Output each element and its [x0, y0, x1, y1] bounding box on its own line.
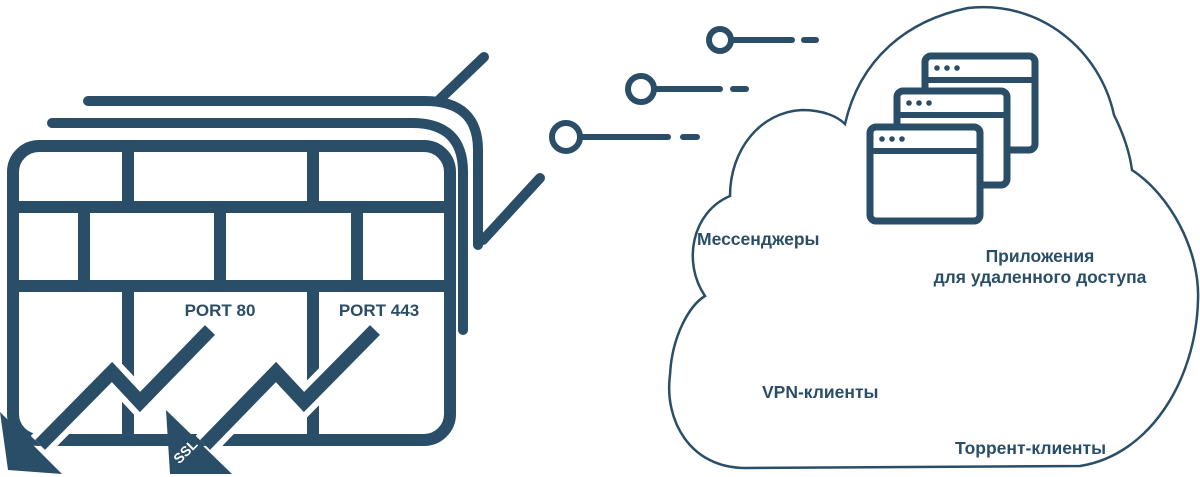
- arrow-port-80: [0, 320, 220, 474]
- connector-middle: [625, 73, 749, 105]
- connector-top: [706, 26, 819, 54]
- connector-bottom: [549, 120, 700, 154]
- firewall-layer-middle: [47, 118, 468, 335]
- remote-apps-label-line1: Приложения: [986, 246, 1095, 266]
- port-80-label: PORT 80: [185, 301, 256, 320]
- firewall-slash-mid: [478, 173, 545, 245]
- messengers-label: Мессенджеры: [697, 229, 820, 249]
- remote-apps-label-line2: для удаленного доступа: [934, 267, 1147, 287]
- app-window-icon-front: [866, 123, 984, 225]
- firewall-layer-back: [83, 96, 483, 250]
- vpn-clients-label: VPN-клиенты: [762, 382, 878, 402]
- arrow-port-443: SSL: [166, 320, 385, 474]
- torrent-clients-label: Торрент-клиенты: [955, 438, 1106, 458]
- firewall-slash-top: [433, 52, 489, 106]
- app-windows: [866, 52, 1039, 225]
- network-connectors: [549, 26, 819, 154]
- cloud-outline: [667, 5, 1200, 470]
- arrow-head-icon: [0, 412, 62, 474]
- port-443-label: PORT 443: [339, 301, 419, 320]
- arrow-head-icon: [166, 410, 232, 474]
